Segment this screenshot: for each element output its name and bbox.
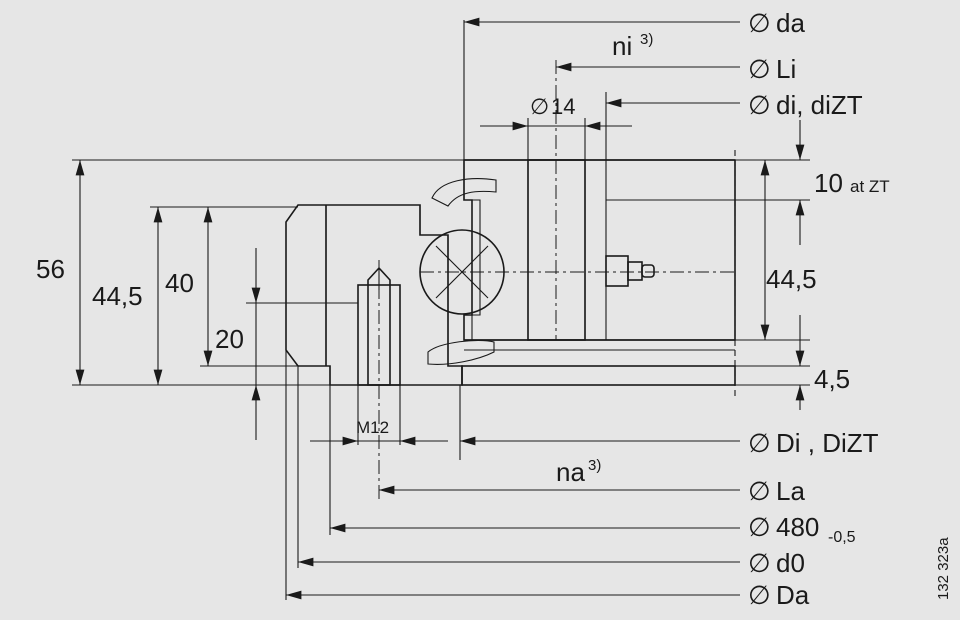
- label-10-at-zt: 10 at ZT: [814, 168, 890, 198]
- seals: [427, 178, 497, 365]
- svg-text:∅: ∅: [748, 580, 771, 610]
- svg-text:∅: ∅: [748, 90, 771, 120]
- svg-text:3): 3): [588, 457, 601, 474]
- svg-text:ni: ni: [612, 31, 632, 61]
- label-La: ∅ La: [748, 476, 805, 506]
- svg-text:Di , DiZT: Di , DiZT: [776, 428, 879, 458]
- svg-text:14: 14: [551, 94, 575, 119]
- svg-text:∅: ∅: [748, 476, 771, 506]
- label-4-5: 4,5: [814, 364, 850, 394]
- svg-text:3): 3): [640, 31, 653, 48]
- label-dia14: ∅ 14: [530, 94, 575, 119]
- svg-text:d0: d0: [776, 548, 805, 578]
- label-44-5-left: 44,5: [92, 281, 143, 311]
- svg-text:Li: Li: [776, 54, 796, 84]
- svg-text:∅: ∅: [530, 94, 549, 119]
- label-di: ∅ di, diZT: [748, 90, 863, 120]
- svg-text:10: 10: [814, 168, 843, 198]
- grease-nipple: [605, 255, 655, 287]
- label-480: ∅ 480 -0,5: [748, 512, 856, 546]
- svg-text:Da: Da: [776, 580, 810, 610]
- svg-text:∅: ∅: [748, 548, 771, 578]
- svg-text:∅: ∅: [748, 54, 771, 84]
- label-d0: ∅ d0: [748, 548, 805, 578]
- svg-text:-0,5: -0,5: [828, 529, 856, 546]
- svg-text:at ZT: at ZT: [850, 177, 890, 196]
- label-ni: ni 3): [612, 31, 653, 61]
- label-56: 56: [36, 254, 65, 284]
- svg-text:di, diZT: di, diZT: [776, 90, 863, 120]
- label-m12: M12: [356, 418, 389, 437]
- svg-text:480: 480: [776, 512, 819, 542]
- label-Di: ∅ Di , DiZT: [748, 428, 879, 458]
- label-Da: ∅ Da: [748, 580, 810, 610]
- svg-text:∅: ∅: [748, 8, 771, 38]
- svg-text:∅: ∅: [748, 512, 771, 542]
- label-da: ∅ da: [748, 8, 805, 38]
- svg-text:∅: ∅: [748, 428, 771, 458]
- label-20: 20: [215, 324, 244, 354]
- outer-ring: [285, 204, 463, 386]
- svg-text:da: da: [776, 8, 805, 38]
- label-40: 40: [165, 268, 194, 298]
- label-44-5-right: 44,5: [766, 264, 817, 294]
- label-li: ∅ Li: [748, 54, 796, 84]
- drawing-code: 132 323a: [935, 537, 952, 600]
- label-na: na 3): [556, 457, 601, 487]
- svg-text:La: La: [776, 476, 805, 506]
- svg-text:na: na: [556, 457, 585, 487]
